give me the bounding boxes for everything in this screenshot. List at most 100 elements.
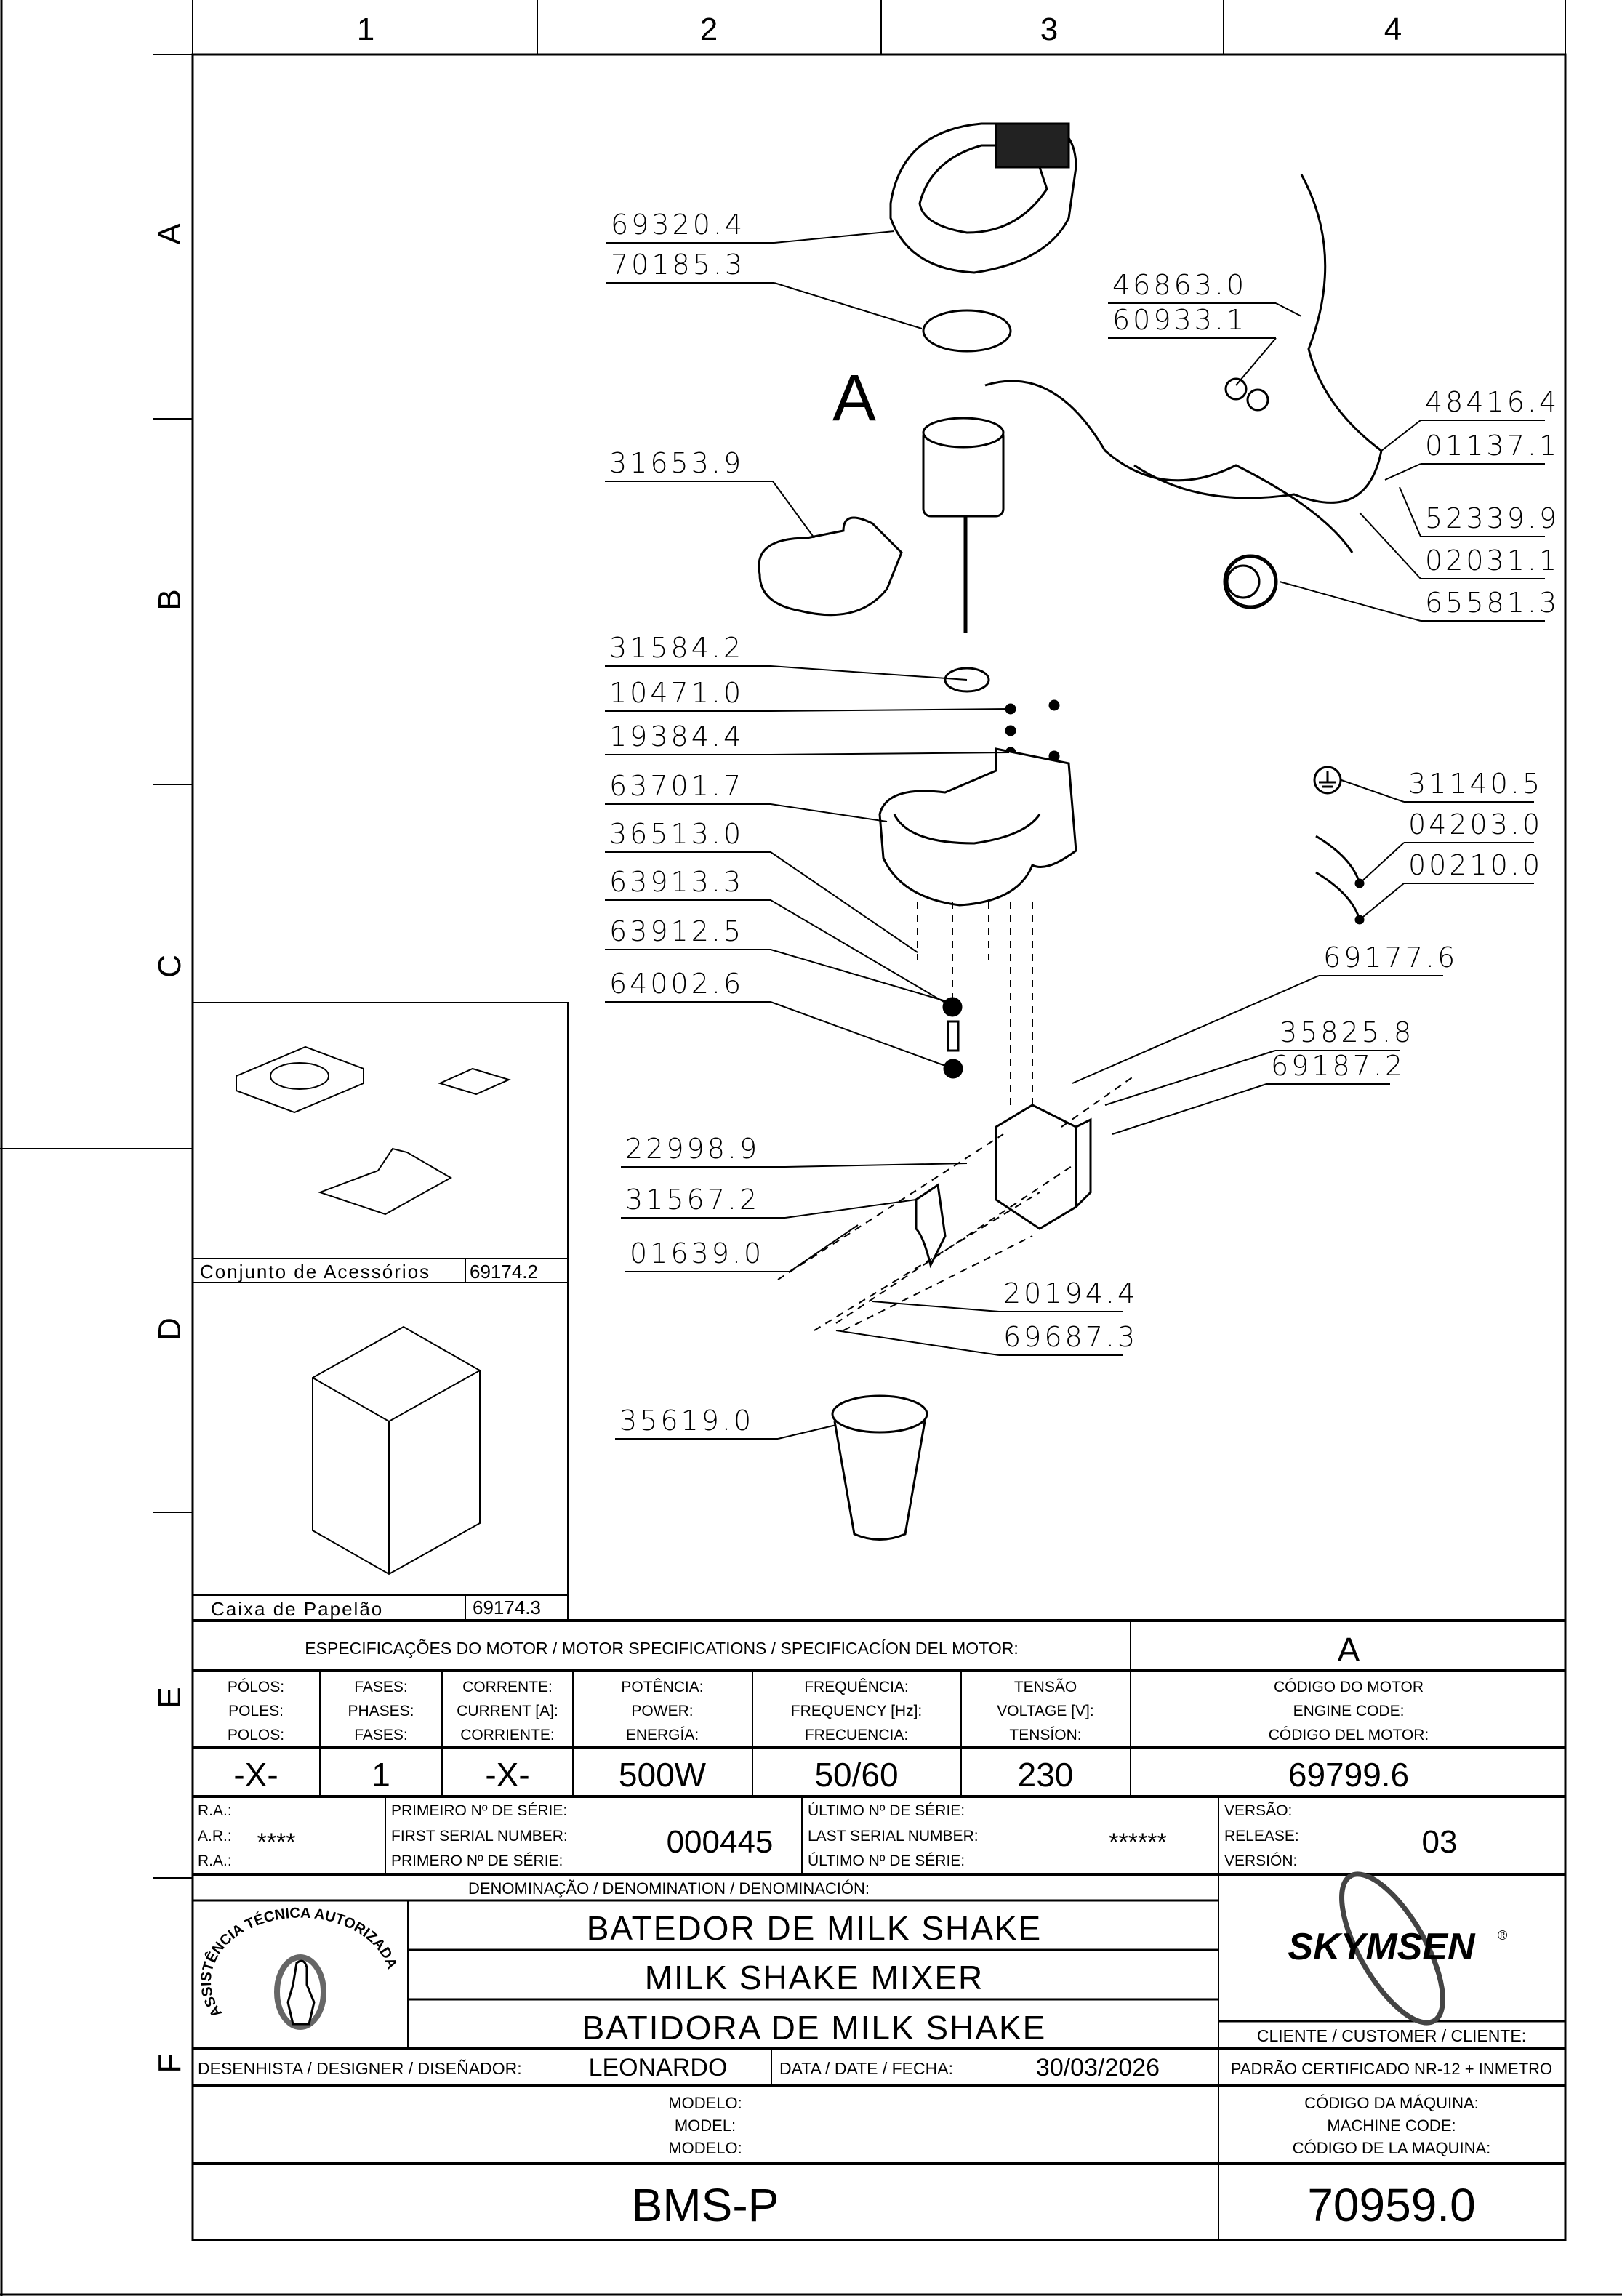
row-marker: F: [152, 2054, 188, 2074]
motor-ref: A: [1338, 1631, 1360, 1669]
machine-code-label: CÓDIGO DE LA MAQUINA:: [1293, 2139, 1491, 2157]
customer-label: CLIENTE / CUSTOMER / CLIENTE:: [1257, 2026, 1526, 2045]
denomination-header: DENOMINAÇÃO / DENOMINATION / DENOMINACIÓ…: [468, 1879, 870, 1898]
part-callout: 46863.0: [1108, 269, 1302, 317]
part-callout: 01137.1: [1384, 430, 1559, 481]
part-callout: 01639.0: [625, 1224, 859, 1272]
first-serial-label: PRIMEIRO Nº DE SÉRIE:: [391, 1802, 567, 1819]
leader-line: [1341, 779, 1405, 803]
part-number: 00210.0: [1408, 849, 1543, 881]
part-number: 04203.0: [1408, 808, 1543, 840]
motor-spec-value: 69799.6: [1288, 1756, 1409, 1794]
box-label: Caixa de Papelão: [211, 1598, 383, 1620]
last-serial-value: ******: [1109, 1829, 1166, 1856]
part-number: 35619.0: [619, 1405, 754, 1437]
leader-line: [1235, 337, 1277, 386]
motor-spec-columns: PÓLOS:POLES:POLOS:-X-FASES:PHASES:FASES:…: [228, 1678, 1429, 1794]
first-serial-value: 000445: [667, 1824, 774, 1860]
leader-line: [1381, 420, 1421, 451]
part-callout: 36513.0: [605, 818, 918, 953]
detail-marker-A: A: [832, 362, 876, 435]
leader-line: [1275, 302, 1302, 317]
part-number: 60933.1: [1112, 304, 1247, 336]
designer-value: LEONARDO: [589, 2054, 728, 2082]
ground-symbol-part: [1313, 766, 1365, 925]
column-marker: 2: [700, 12, 718, 47]
cable-harness-part: [1133, 174, 1383, 609]
part-callout: 65581.3: [1279, 581, 1557, 622]
part-callout: 31584.2: [605, 632, 968, 681]
part-number: 19384.4: [609, 720, 744, 752]
machine-code-label: CÓDIGO DA MÁQUINA:: [1304, 2094, 1479, 2112]
part-number: 22998.9: [625, 1133, 760, 1165]
motor-spec-label: FREQUÊNCIA:: [804, 1679, 909, 1695]
leader-line: [770, 899, 953, 1008]
version-label: VERSIÓN:: [1224, 1853, 1297, 1869]
motor-spec-label: ENGINE CODE:: [1293, 1703, 1405, 1719]
ar-label: A.R.:: [198, 1828, 232, 1845]
part-number: 31653.9: [609, 447, 744, 479]
part-number-callouts: 69320.470185.346863.060933.131653.948416…: [605, 209, 1559, 1440]
part-callout: 19384.4: [605, 720, 1010, 755]
row-markers: A B C D E F: [152, 223, 188, 2074]
serial-row: R.A.: A.R.: R.A.: **** PRIMEIRO Nº DE SÉ…: [198, 1802, 1457, 1869]
accessories-sketch: [236, 1045, 511, 1216]
technician-figure: [274, 1954, 326, 2030]
part-callout: 63701.7: [605, 770, 888, 822]
part-callout: 00210.0: [1359, 849, 1543, 920]
motor-spec-label: POLES:: [228, 1703, 284, 1719]
part-callout: 60933.1: [1108, 304, 1277, 386]
last-serial-label: LAST SERIAL NUMBER:: [808, 1828, 979, 1845]
motor-spec-value: 230: [1018, 1756, 1074, 1794]
model-label: MODELO:: [668, 2094, 742, 2112]
part-number: 63701.7: [609, 770, 744, 802]
certification-text: PADRÃO CERTIFICADO NR-12 + INMETRO: [1231, 2060, 1552, 2078]
part-callout: 52339.9: [1399, 486, 1559, 537]
part-number: 48416.4: [1425, 386, 1559, 418]
skymsen-logo: SKYMSEN ®: [1288, 1871, 1507, 2026]
part-callout: 35825.8: [1104, 1016, 1411, 1106]
part-callout: 31653.9: [605, 447, 815, 539]
part-callout: 63913.3: [605, 866, 953, 1008]
model-label: MODEL:: [675, 2116, 736, 2135]
cup-part: [831, 1394, 928, 1541]
screws-and-feet-part: [917, 902, 1033, 1105]
part-number: 70185.3: [611, 249, 745, 281]
denomination-pt: BATEDOR DE MILK SHAKE: [587, 1909, 1043, 1947]
version-label: RELEASE:: [1224, 1828, 1299, 1845]
motor-spec-label: CÓDIGO DO MOTOR: [1274, 1679, 1424, 1695]
denomination-en: MILK SHAKE MIXER: [645, 1959, 984, 1996]
part-number: 31567.2: [625, 1184, 760, 1216]
ra-label: R.A.:: [198, 1802, 232, 1819]
first-serial-label: PRIMERO Nº DE SÉRIE:: [391, 1853, 563, 1869]
part-number: 63912.5: [609, 915, 744, 947]
part-number: 01137.1: [1425, 430, 1559, 462]
motor-spec-label: FRECUENCIA:: [805, 1727, 908, 1743]
motor-spec-title: ESPECIFICAÇÕES DO MOTOR / MOTOR SPECIFIC…: [305, 1638, 1018, 1658]
motor-spec-label: CORRENTE:: [462, 1679, 553, 1695]
motor-part: [922, 380, 1354, 633]
part-callout: 10471.0: [605, 677, 1010, 712]
part-number: 52339.9: [1425, 502, 1559, 534]
ra-label: R.A.:: [198, 1853, 232, 1869]
row-marker: E: [152, 1687, 188, 1708]
part-callout: 22998.9: [621, 1133, 968, 1168]
motor-spec-value: -X-: [233, 1756, 278, 1794]
leader-line: [1072, 975, 1320, 1084]
leader-line: [770, 803, 888, 822]
motor-spec-label: CURRENT [A]:: [457, 1703, 558, 1719]
motor-spec-label: TENSÍON:: [1009, 1727, 1081, 1743]
denomination-es: BATIDORA DE MILK SHAKE: [582, 2009, 1047, 2047]
date-label: DATA / DATE / FECHA:: [779, 2059, 953, 2078]
version-value: 03: [1422, 1824, 1458, 1860]
part-number: 31140.5: [1408, 768, 1543, 800]
authorized-service-seal: ASSISTÊNCIA TÉCNICA AUTORIZADA: [198, 1905, 400, 2030]
leader-line: [770, 665, 968, 681]
leader-line: [777, 1424, 837, 1440]
last-serial-label: ÚLTIMO Nº DE SÉRIE:: [808, 1802, 965, 1819]
leader-line: [770, 1001, 954, 1069]
part-callout: 20194.4: [872, 1277, 1135, 1312]
motor-spec-label: ENERGÍA:: [626, 1727, 699, 1743]
ra-value: ****: [257, 1829, 296, 1856]
leader-line: [770, 752, 1010, 755]
